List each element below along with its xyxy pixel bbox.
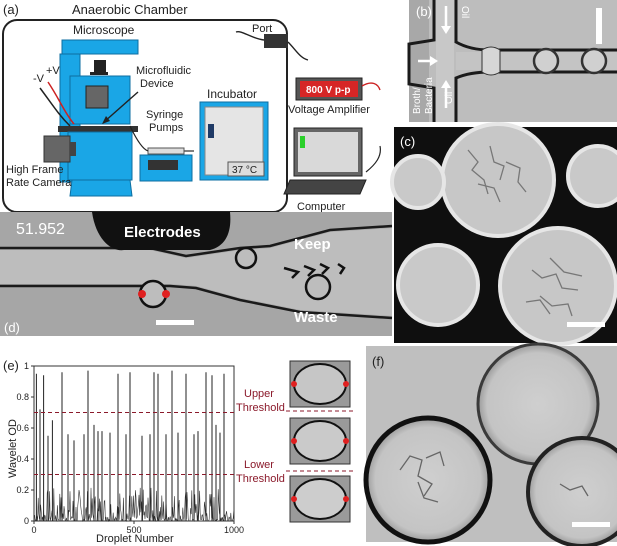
panel-f-label: (f) bbox=[372, 354, 384, 369]
y-tick-label: 1 bbox=[24, 361, 29, 371]
broth-label-2: Bacteria bbox=[424, 77, 435, 114]
panel-e: (e) Wavelet OD Droplet Number 0 0.2 0.4 0.6… bbox=[3, 358, 355, 545]
syringe-label: Syringe bbox=[146, 109, 183, 121]
x-tick-label: 0 bbox=[31, 525, 36, 535]
pos-v-label: +V bbox=[46, 65, 60, 77]
noise-series bbox=[33, 487, 235, 523]
device-arrow bbox=[103, 91, 139, 123]
plot-area bbox=[33, 365, 235, 522]
waste-label: Waste bbox=[294, 309, 338, 326]
x-tick-label: 500 bbox=[126, 525, 141, 535]
pumps-label: Pumps bbox=[149, 122, 184, 134]
bacteria-cluster bbox=[467, 145, 583, 317]
microfluidic-label: Microfluidic bbox=[136, 65, 192, 77]
upper-threshold-label-1: Upper bbox=[244, 388, 274, 400]
panel-a: (a) Anaerobic Chamber Microscope -V +V M… bbox=[2, 2, 381, 213]
panel-c-label: (c) bbox=[400, 134, 415, 149]
x-axis-label: Droplet Number bbox=[96, 533, 174, 545]
incubator-label: Incubator bbox=[207, 87, 257, 101]
frame-counter: 51.952 bbox=[16, 221, 65, 238]
computer-icon bbox=[283, 127, 367, 195]
panel-b-label: (b) bbox=[416, 4, 432, 19]
camera-label-2: Rate Camera bbox=[6, 177, 72, 189]
upper-threshold-label-2: Threshold bbox=[236, 402, 285, 414]
droplet-thumb-high bbox=[289, 360, 351, 408]
computer-label: Computer bbox=[297, 201, 346, 213]
amplifier-display: 800 V p-p bbox=[306, 85, 350, 96]
droplet-thumb-mid bbox=[289, 417, 351, 465]
oil-top-label: Oil bbox=[459, 6, 470, 18]
broth-label-1: Broth/ bbox=[412, 87, 423, 114]
panel-c: (c) bbox=[390, 122, 617, 346]
camera-icon bbox=[43, 135, 71, 163]
device-label: Device bbox=[140, 78, 174, 90]
y-tick-label: 0.6 bbox=[16, 423, 29, 433]
y-tick-label: 0 bbox=[24, 516, 29, 526]
y-axis-label: Wavelet OD bbox=[7, 419, 19, 478]
y-tick-label: 0.2 bbox=[16, 485, 29, 495]
electrodes-shape bbox=[92, 212, 231, 251]
electrodes-label: Electrodes bbox=[124, 224, 201, 241]
panel-a-label: (a) bbox=[3, 2, 19, 17]
microscope-label: Microscope bbox=[73, 23, 135, 37]
pos-wire bbox=[47, 81, 75, 125]
panel-e-label: (e) bbox=[3, 358, 19, 373]
port-label: Port bbox=[252, 23, 272, 35]
oil-bottom-label: Oil bbox=[444, 92, 455, 104]
keep-label: Keep bbox=[294, 236, 331, 253]
panel-d-label: (d) bbox=[4, 320, 20, 335]
panel-f: (f) bbox=[363, 342, 617, 546]
neg-wire bbox=[39, 87, 71, 127]
port-icon bbox=[264, 34, 288, 48]
x-tick-label: 1000 bbox=[224, 525, 244, 535]
amplifier-label: Voltage Amplifier bbox=[288, 104, 370, 116]
neg-v-label: -V bbox=[33, 73, 45, 85]
panel-d: 51.952 Electrodes Keep Waste (d) bbox=[0, 212, 393, 336]
chamber-title: Anaerobic Chamber bbox=[72, 2, 188, 17]
camera-label-1: High Frame bbox=[6, 164, 63, 176]
incubator-temp: 37 °C bbox=[232, 165, 257, 176]
lower-threshold-label-1: Lower bbox=[244, 459, 274, 471]
panel-b: (b) Oil Oil Broth/ Bacteria bbox=[407, 0, 617, 122]
y-tick-label: 0.4 bbox=[16, 454, 29, 464]
droplet-thumb-low bbox=[289, 475, 351, 523]
lower-threshold-label-2: Threshold bbox=[236, 473, 285, 485]
y-tick-label: 0.8 bbox=[16, 392, 29, 402]
wavelet-chart: 0 0.2 0.4 0.6 0.8 1 0 500 1000 bbox=[16, 361, 244, 535]
